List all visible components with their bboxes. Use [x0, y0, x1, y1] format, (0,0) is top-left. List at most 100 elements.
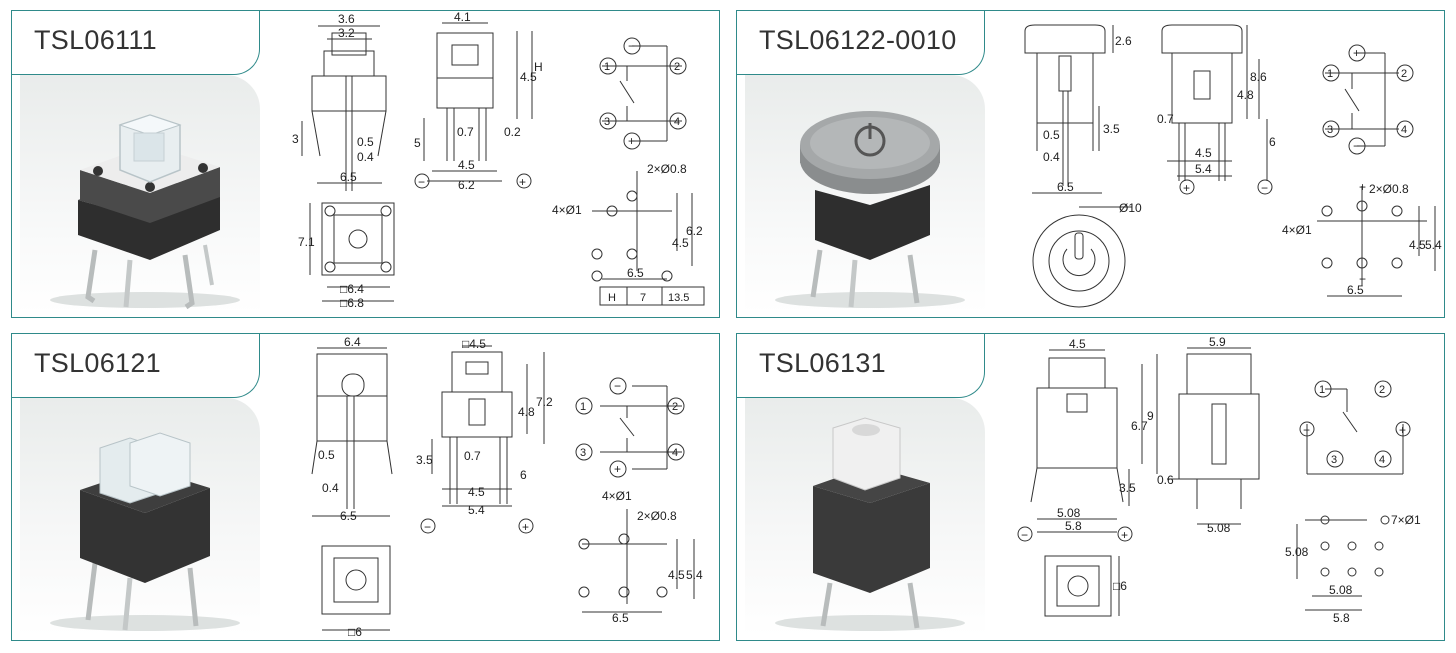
circuit-node-1: 1 [604, 61, 610, 73]
dim-front-outer: 6.2 [458, 178, 475, 192]
dim-front-top: □4.5 [462, 337, 486, 351]
pcb-v2: 5.4 [686, 568, 703, 582]
product-photo [20, 398, 260, 636]
circuit-node-1: 1 [1319, 384, 1325, 396]
dim-front-pin-t: 0.6 [1157, 473, 1174, 487]
product-photo [745, 398, 985, 636]
circuit-node-1: 1 [1327, 68, 1333, 80]
dim-front-inner: 4.5 [1195, 146, 1212, 160]
dim-side-top: 4.5 [1069, 337, 1086, 351]
dim-front-pin-len: 5 [414, 136, 421, 150]
circuit-node-4: 4 [672, 447, 678, 459]
product-title-tab: TSL06111 [12, 11, 260, 75]
dim-front-top: 5.9 [1209, 335, 1226, 349]
dim-pin-t: 0.4 [1043, 150, 1060, 164]
dim-pin-w: 0.5 [318, 448, 335, 462]
technical-drawing: 6.4 0.5 0.4 6.5 □4.5 4.8 7.2 3.5 0.7 6 4… [311, 335, 703, 639]
pcb-v1: 4.5 [1409, 238, 1426, 252]
pcb-h: 6.5 [627, 266, 644, 280]
product-photo [745, 75, 985, 313]
switch-photo-clear-double-cap [50, 432, 240, 631]
dim-pin-w: 0.5 [357, 135, 374, 149]
dim-h1: 4.8 [1237, 88, 1254, 102]
dim-side-pin-len: 3.5 [1119, 481, 1136, 495]
circuit-minus: − [1353, 139, 1360, 153]
pcb-v: 5.08 [1285, 545, 1309, 559]
dim-front-pin-len: 6 [520, 468, 527, 482]
panel-tsl06122-0010: TSL06122-0010 [736, 10, 1445, 318]
dim-side-h-inner: 6.7 [1131, 419, 1148, 433]
dim-top-view-w: □6 [348, 625, 362, 639]
circuit-node-3: 3 [1327, 124, 1333, 136]
technical-drawing: 3.6 3.2 3 0.5 0.4 6.5 4.1 4.5 H 5 0.7 0.… [292, 11, 705, 310]
dim-top-view-h: 7.1 [298, 235, 315, 249]
circuit-plus: + [628, 134, 635, 148]
circuit-minus: − [628, 39, 635, 53]
product-photo [20, 75, 260, 313]
dim-total: 8.6 [1250, 70, 1267, 84]
pcb-holes-a: 4×Ø1 [552, 203, 582, 217]
minus-symbol: − [418, 175, 425, 189]
technical-drawing: 4.5 6.7 9 3.5 5.08 5.8 − + 5.9 0.6 5.08 … [1017, 335, 1421, 625]
dim-top-a: 3.6 [338, 12, 355, 26]
plus-symbol: + [1183, 181, 1190, 195]
dim-body-h: 3.5 [1103, 122, 1120, 136]
plus-symbol: + [519, 175, 526, 189]
pcb-v1: 4.5 [668, 568, 685, 582]
pcb-plus: + [1359, 180, 1366, 194]
dim-front-pin-t: 0.2 [504, 125, 521, 139]
dim-front-pin-w: 0.7 [464, 449, 481, 463]
dim-front-h1: 4.8 [518, 405, 535, 419]
dim-front-pin-w: 0.7 [1157, 112, 1174, 126]
dim-front-h1: 4.5 [520, 70, 537, 84]
dim-front-total: 7.2 [536, 395, 553, 409]
minus-symbol: − [1261, 181, 1268, 195]
dim-side-h-total: 9 [1147, 409, 1154, 423]
dim-front-pitch: 5.08 [1207, 521, 1231, 535]
circuit-minus: − [614, 379, 621, 393]
dim-side-pitch: 5.08 [1057, 506, 1081, 520]
pcb-v1: 4.5 [672, 236, 689, 250]
h-table-col2: 13.5 [668, 292, 689, 304]
product-title: TSL06122-0010 [759, 25, 957, 55]
minus-symbol: − [1021, 528, 1028, 542]
pcb-v2: 6.2 [686, 224, 703, 238]
product-title: TSL06111 [34, 25, 157, 55]
dim-pin-w: 0.5 [1043, 128, 1060, 142]
pcb-h2: 5.8 [1333, 611, 1350, 625]
pcb-holes-a: 4×Ø1 [602, 489, 632, 503]
circuit-plus: + [1353, 46, 1360, 60]
dim-front-left-h: 3.5 [416, 453, 433, 467]
pcb-holes-b: 2×Ø0.8 [647, 162, 687, 176]
pcb-h: 6.5 [612, 611, 629, 625]
pcb-h: 6.5 [1347, 283, 1364, 297]
pcb-holes: 7×Ø1 [1391, 513, 1421, 527]
circuit-node-2: 2 [674, 61, 680, 73]
circuit-plus: + [614, 462, 621, 476]
dim-front-inner: 4.5 [468, 485, 485, 499]
plus-symbol: + [522, 520, 529, 534]
product-title: TSL06121 [34, 348, 161, 378]
dim-width: 6.5 [1057, 180, 1074, 194]
pcb-v2: 5.4 [1425, 238, 1442, 252]
technical-drawing: 2.6 0.5 3.5 0.4 6.5 8.6 4.8 0.7 6 4.5 5.… [1024, 24, 1442, 308]
power-icon [854, 123, 886, 157]
minus-symbol: − [424, 520, 431, 534]
dim-width-top: 6.4 [344, 335, 361, 349]
pcb-h1: 5.08 [1329, 583, 1353, 597]
dim-front-outer: 5.4 [468, 503, 485, 517]
dim-front-top: 4.1 [454, 11, 471, 24]
pcb-minus: − [1359, 272, 1366, 286]
h-table-col1: 7 [640, 292, 646, 304]
pcb-holes-b: 2×Ø0.8 [637, 509, 677, 523]
circuit-node-4: 4 [1379, 454, 1385, 466]
dim-top-view-w2: □6.8 [340, 296, 364, 310]
dim-pin-t: 0.4 [357, 150, 374, 164]
dim-width: 6.5 [340, 170, 357, 184]
dim-front-pin-len: 6 [1269, 135, 1276, 149]
panel-tsl06111: TSL06111 [11, 10, 720, 318]
dim-front-outer: 5.4 [1195, 162, 1212, 176]
plus-symbol: + [1121, 528, 1128, 542]
circuit-node-3: 3 [580, 447, 586, 459]
pcb-holes-a: 4×Ø1 [1282, 223, 1312, 237]
